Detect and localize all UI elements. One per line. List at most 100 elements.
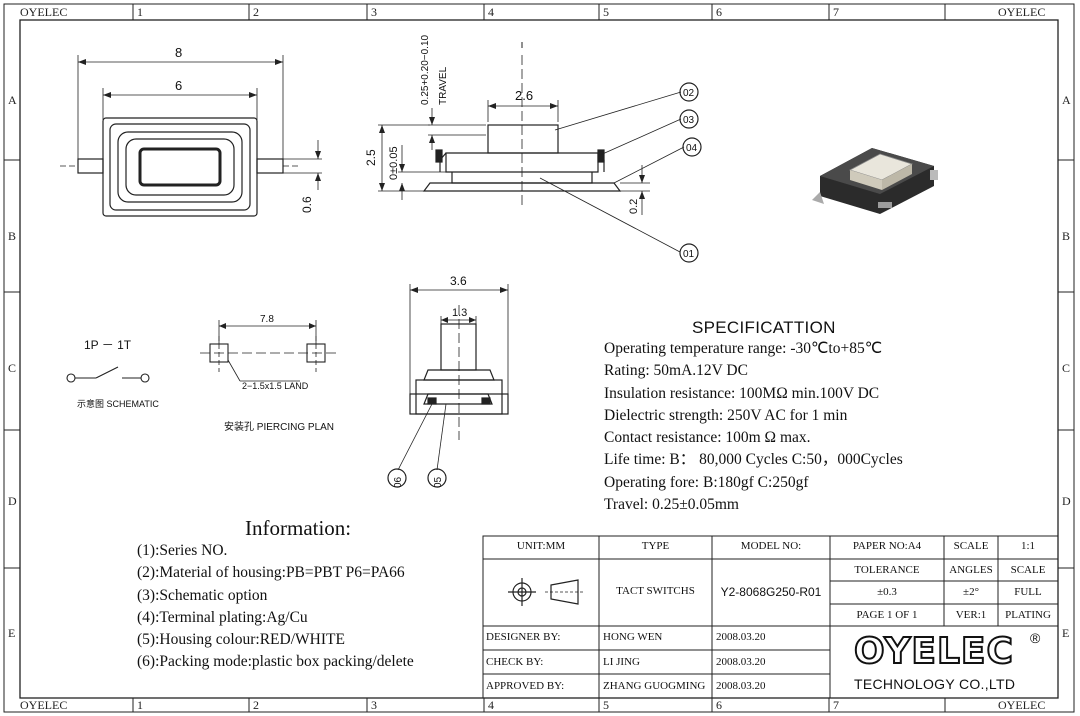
specification-block: SPECIFICATTION Operating temperature ran… bbox=[604, 318, 1044, 516]
front-view-labels: 3.6 1.3 06 05 bbox=[393, 274, 467, 488]
corner-label-tr: OYELEC bbox=[998, 5, 1045, 19]
dim-actuator-front: 1.3 bbox=[452, 307, 467, 319]
model-value: Y2-8068G250-R01 bbox=[720, 585, 822, 599]
full-cell: FULL bbox=[1014, 586, 1042, 598]
info-line: (3):Schematic option bbox=[137, 586, 268, 604]
spec-line: Rating: 50mA.12V DC bbox=[604, 362, 748, 380]
col-label-3-bottom: 3 bbox=[371, 698, 377, 712]
angles-header: ANGLES bbox=[949, 564, 993, 576]
specification-title: SPECIFICATTION bbox=[692, 318, 836, 337]
scale2-header: SCALE bbox=[1010, 564, 1046, 576]
designer-date: 2008.03.20 bbox=[716, 631, 766, 643]
col-label-4-bottom: 4 bbox=[488, 698, 494, 712]
approver-name: ZHANG GUOGMING bbox=[603, 680, 706, 692]
registered-mark: ® bbox=[1030, 630, 1041, 646]
corner-label-tl: OYELEC bbox=[20, 5, 67, 19]
page-cell: PAGE 1 OF 1 bbox=[856, 609, 918, 621]
dim-foot: 0.2 bbox=[628, 199, 640, 214]
version-cell: VER:1 bbox=[955, 609, 987, 621]
info-line: (1):Series NO. bbox=[137, 542, 228, 559]
col-label-6: 6 bbox=[716, 5, 722, 19]
col-label-6-bottom: 6 bbox=[716, 698, 722, 712]
row-label-b: B bbox=[8, 229, 16, 243]
side-view-labels: 0.25+0.20−0.10 TRAVEL 2.6 2.5 0±0.05 0.2… bbox=[364, 34, 698, 260]
dim-overall: 8 bbox=[175, 45, 182, 60]
dim-offset: 0±0.05 bbox=[388, 146, 400, 180]
check-date: 2008.03.20 bbox=[716, 656, 766, 668]
information-title: Information: bbox=[245, 516, 352, 540]
callout-05: 05 bbox=[433, 476, 444, 488]
tolerance-value: ±0.3 bbox=[877, 586, 897, 598]
plating-cell: PLATING bbox=[1005, 609, 1051, 621]
col-label-1: 1 bbox=[137, 5, 143, 19]
frame-labels: OYELEC OYELEC OYELEC OYELEC 1 2 3 4 5 6 … bbox=[8, 5, 1071, 712]
land-note: 2−1.5x1.5 LAND bbox=[242, 381, 309, 391]
checker-name: LI JING bbox=[603, 656, 640, 668]
col-label-2: 2 bbox=[253, 5, 259, 19]
col-label-5-bottom: 5 bbox=[603, 698, 609, 712]
info-line: (6):Packing mode:plastic box packing/del… bbox=[137, 653, 414, 671]
info-line: (2):Material of housing:PB=PBT P6=PA66 bbox=[137, 564, 405, 582]
type-header: TYPE bbox=[641, 540, 670, 552]
information-block: Information: (1):Series NO. (2):Material… bbox=[137, 516, 497, 674]
paper-cell: PAPER NO:A4 bbox=[852, 540, 922, 552]
callout-02: 02 bbox=[683, 88, 695, 99]
tolerance-header: TOLERANCE bbox=[854, 564, 920, 576]
schematic-caption: 示意图 SCHEMATIC bbox=[77, 398, 159, 409]
piercing-plan bbox=[200, 320, 340, 382]
row-label-c: C bbox=[8, 361, 16, 375]
travel-label: TRAVEL bbox=[438, 66, 449, 105]
side-view bbox=[378, 42, 702, 263]
projection-symbol-icon bbox=[508, 578, 584, 606]
company-logo: OYELEC ® TECHNOLOGY CO.,LTD bbox=[834, 628, 1056, 696]
dim-width: 3.6 bbox=[450, 274, 467, 288]
callout-01: 01 bbox=[683, 249, 695, 260]
scale-header: SCALE bbox=[953, 540, 989, 552]
row-label-e: E bbox=[8, 626, 15, 640]
dim-terminal: 0.6 bbox=[300, 196, 314, 213]
spec-line: Dielectric strength: 250V AC for 1 min bbox=[604, 406, 848, 424]
dim-actuator-side: 2.6 bbox=[515, 88, 533, 103]
designer-name: HONG WEN bbox=[603, 631, 663, 643]
spec-line: Insulation resistance: 100MΩ min.100V DC bbox=[604, 384, 880, 402]
unit-cell: UNIT:MM bbox=[516, 540, 566, 552]
dim-height: 2.5 bbox=[364, 149, 378, 166]
piercing-caption: 安装孔 PIERCING PLAN bbox=[224, 420, 334, 433]
designer-label: DESIGNER BY: bbox=[486, 631, 561, 643]
corner-label-bl: OYELEC bbox=[20, 698, 67, 712]
col-label-3: 3 bbox=[371, 5, 377, 19]
callout-03: 03 bbox=[683, 115, 695, 126]
row-label-a-right: A bbox=[1062, 93, 1071, 107]
top-view bbox=[60, 55, 322, 217]
callout-06: 06 bbox=[393, 476, 404, 488]
col-label-2-bottom: 2 bbox=[253, 698, 259, 712]
scale-value: 1:1 bbox=[1020, 540, 1036, 552]
spec-line: Life time: B： 80,000 Cycles C:50，000Cycl… bbox=[604, 451, 903, 469]
schematic-1p1t: 1P － 1T bbox=[84, 338, 132, 352]
schematic bbox=[66, 366, 150, 383]
dim-pitch: 7.8 bbox=[260, 314, 274, 325]
col-label-7-bottom: 7 bbox=[833, 698, 839, 712]
piercing-plan-labels: 7.8 2−1.5x1.5 LAND 安装孔 PIERCING PLAN bbox=[224, 314, 334, 433]
model-header: MODEL NO: bbox=[740, 540, 802, 552]
approve-label: APPROVED BY: bbox=[486, 680, 565, 692]
logo-wordmark: OYELEC bbox=[853, 631, 1014, 673]
company-name: TECHNOLOGY CO.,LTD bbox=[854, 676, 1016, 692]
corner-label-br: OYELEC bbox=[998, 698, 1045, 712]
col-label-5: 5 bbox=[603, 5, 609, 19]
callout-04: 04 bbox=[686, 143, 698, 154]
col-label-1-bottom: 1 bbox=[137, 698, 143, 712]
row-label-c-right: C bbox=[1062, 361, 1070, 375]
spec-line: Operating fore: B:180gf C:250gf bbox=[604, 473, 809, 491]
row-label-b-right: B bbox=[1062, 229, 1070, 243]
row-label-a: A bbox=[8, 93, 17, 107]
spec-line: Travel: 0.25±0.05mm bbox=[604, 496, 739, 514]
schematic-labels: 1P － 1T 示意图 SCHEMATIC bbox=[77, 338, 159, 409]
type-value: TACT SWITCHS bbox=[616, 585, 695, 597]
dim-body: 6 bbox=[175, 78, 182, 93]
check-label: CHECK BY: bbox=[486, 656, 544, 668]
front-view bbox=[387, 284, 509, 488]
row-label-e-right: E bbox=[1062, 626, 1069, 640]
spec-line: Contact resistance: 100m Ω max. bbox=[604, 429, 811, 447]
